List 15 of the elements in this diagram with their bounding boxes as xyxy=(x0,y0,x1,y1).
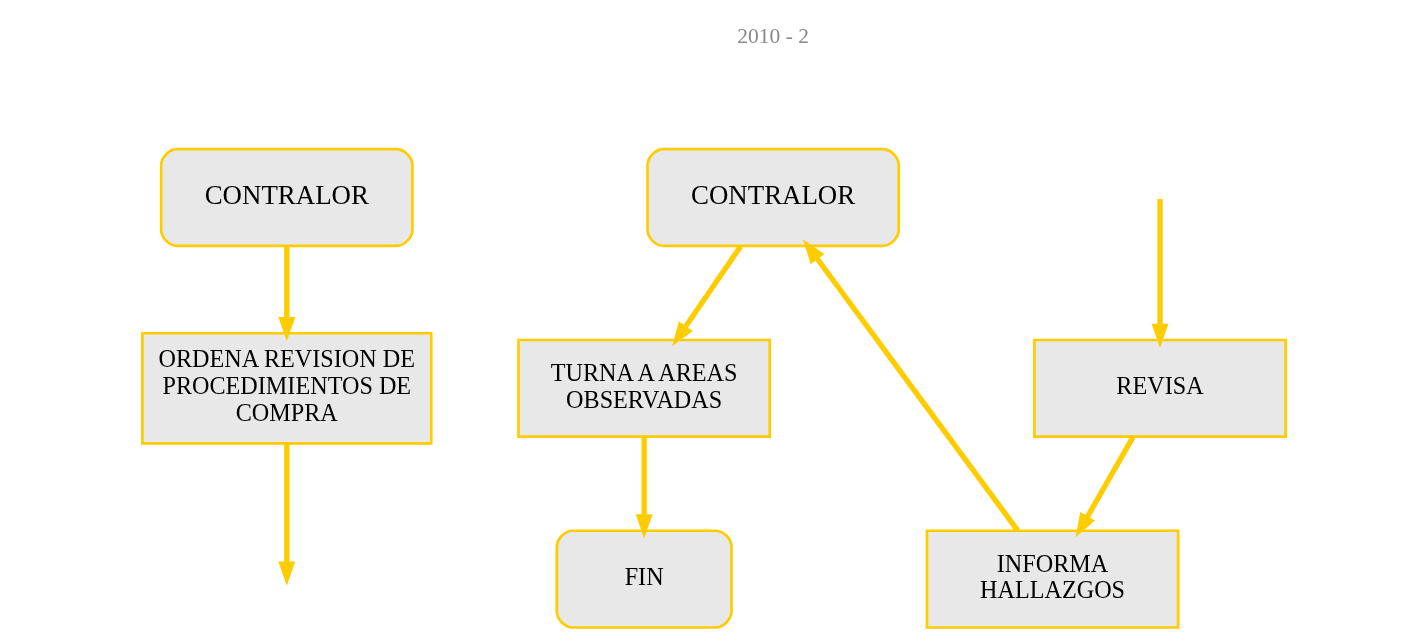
arrow xyxy=(278,443,296,586)
node-box: FIN xyxy=(555,529,733,629)
node-box: ORDENA REVISION DE PROCEDIMIENTOS DE COMPRA xyxy=(141,331,433,445)
arrow xyxy=(635,437,653,539)
node-box: TURNA A AREAS OBSERVADAS xyxy=(517,338,772,439)
node-box: CONTRALOR xyxy=(159,147,414,248)
node-box: CONTRALOR xyxy=(646,147,901,248)
arrow xyxy=(672,244,743,347)
arrow xyxy=(1151,199,1169,348)
arrow xyxy=(1075,435,1136,538)
node-box: INFORMA HALLAZGOS xyxy=(925,529,1180,629)
label: 2010 - 2 xyxy=(737,23,809,48)
arrow xyxy=(803,239,1020,533)
arrow xyxy=(278,246,296,342)
node-box: REVISA xyxy=(1033,338,1287,439)
